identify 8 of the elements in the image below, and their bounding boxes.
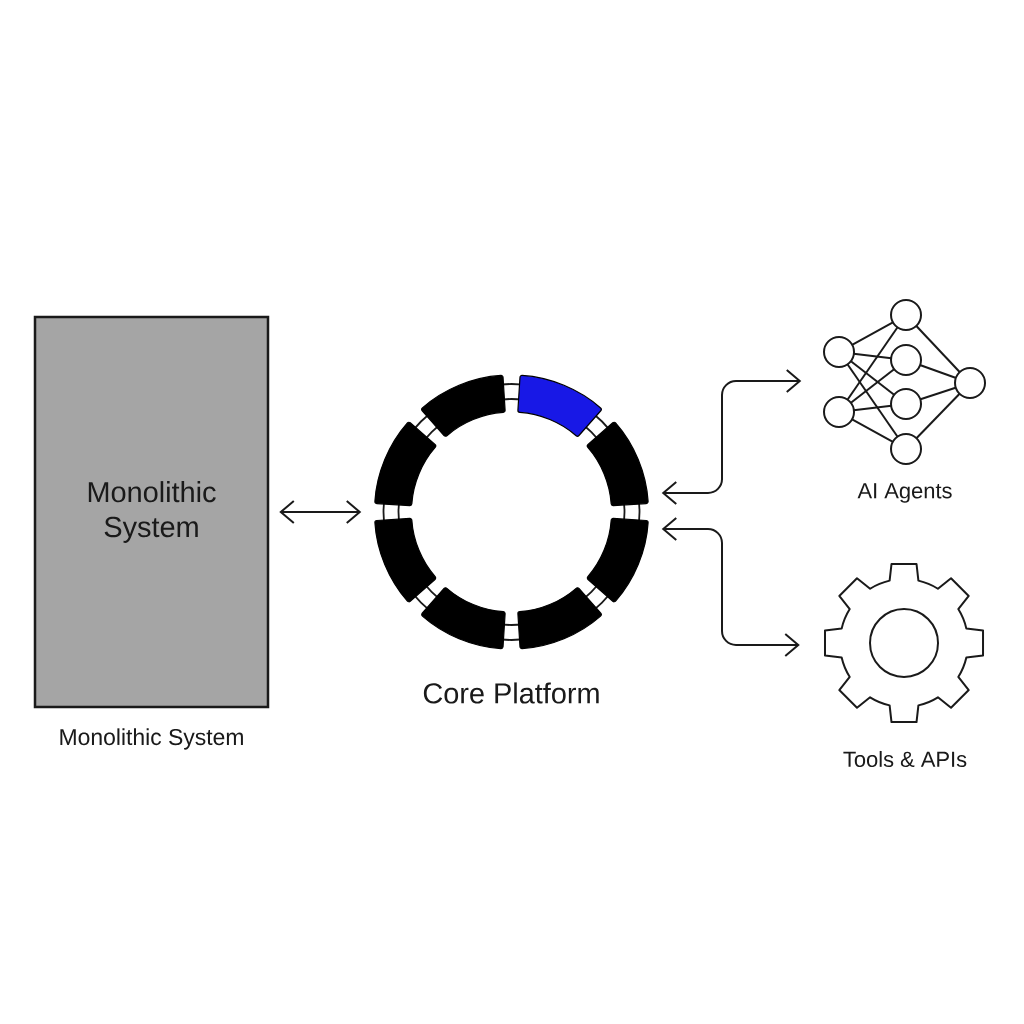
arrow	[279, 500, 362, 524]
node-label: Tools & APIs	[843, 750, 967, 768]
node-label: Core Platform	[423, 682, 599, 704]
process-box: Monolithic System	[33, 315, 270, 709]
arrow	[661, 369, 802, 505]
node-label: Monolithic System	[60, 728, 243, 750]
node-label: AI Agents	[857, 483, 952, 503]
arrow	[661, 517, 800, 657]
